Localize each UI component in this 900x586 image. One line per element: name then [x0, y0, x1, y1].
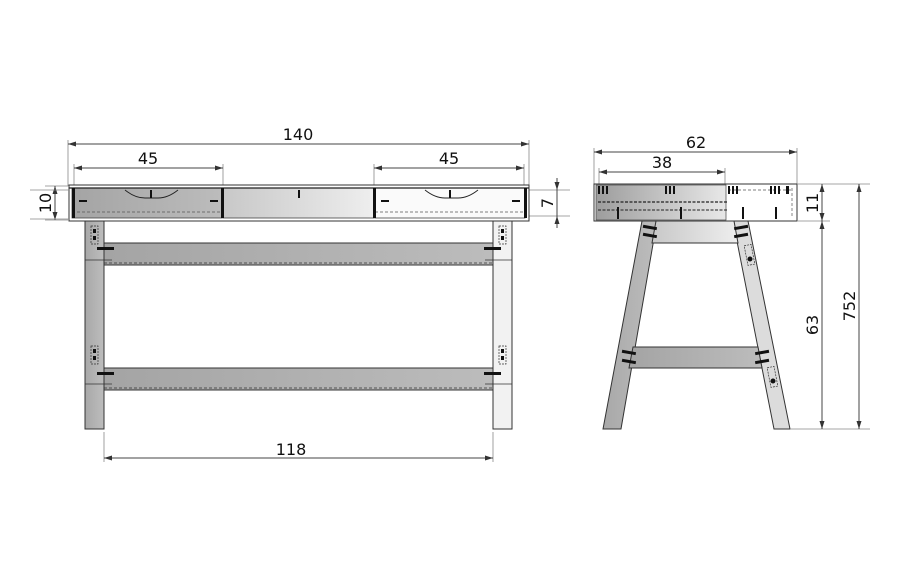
- front-right-leg: [492, 220, 513, 430]
- dimension-drawer-height: 7: [528, 178, 570, 228]
- label-right-drawer-width: 45: [439, 149, 459, 168]
- label-overall-width: 140: [283, 125, 314, 144]
- side-lower-stretcher: [628, 346, 763, 369]
- label-leg-spacing: 118: [276, 440, 307, 459]
- front-left-leg: [84, 220, 105, 430]
- label-left-drawer-width: 45: [138, 149, 158, 168]
- label-drawer-height: 7: [538, 198, 557, 208]
- side-view: 62 38: [593, 133, 870, 430]
- dimension-top-height: 10: [36, 185, 68, 221]
- lower-stretcher: [103, 367, 494, 391]
- dimension-overall-depth: 62: [593, 133, 798, 184]
- label-side-top-height: 11: [803, 193, 822, 213]
- right-drawer-handle: [424, 189, 479, 199]
- label-leg-height: 63: [803, 315, 822, 335]
- dimension-drawer-depth: 38: [598, 153, 726, 184]
- label-drawer-depth: 38: [652, 153, 672, 172]
- side-fasteners: [621, 224, 779, 388]
- label-top-height: 10: [36, 193, 55, 213]
- dimension-side-top-height: 11: [797, 183, 870, 222]
- label-overall-depth: 62: [686, 133, 706, 152]
- side-left-leg: [602, 220, 658, 430]
- desk-top-front: [30, 184, 530, 222]
- side-right-leg: [732, 220, 791, 430]
- dimension-overall-height: 752: [840, 184, 862, 429]
- side-upper-rail: [651, 220, 739, 244]
- desk-top-side: [593, 183, 798, 222]
- dimension-leg-height: 63: [790, 221, 870, 430]
- fasteners: [85, 225, 512, 385]
- label-overall-height: 752: [840, 291, 859, 322]
- front-view: 140 45 45 10: [30, 125, 570, 462]
- left-drawer: [71, 187, 223, 219]
- dimension-left-drawer: 45: [73, 149, 224, 186]
- upper-stretcher: [103, 242, 494, 266]
- dimension-leg-spacing: 118: [103, 432, 494, 462]
- dimension-overall-width: 140: [67, 125, 530, 186]
- dimension-right-drawer: 45: [373, 149, 525, 186]
